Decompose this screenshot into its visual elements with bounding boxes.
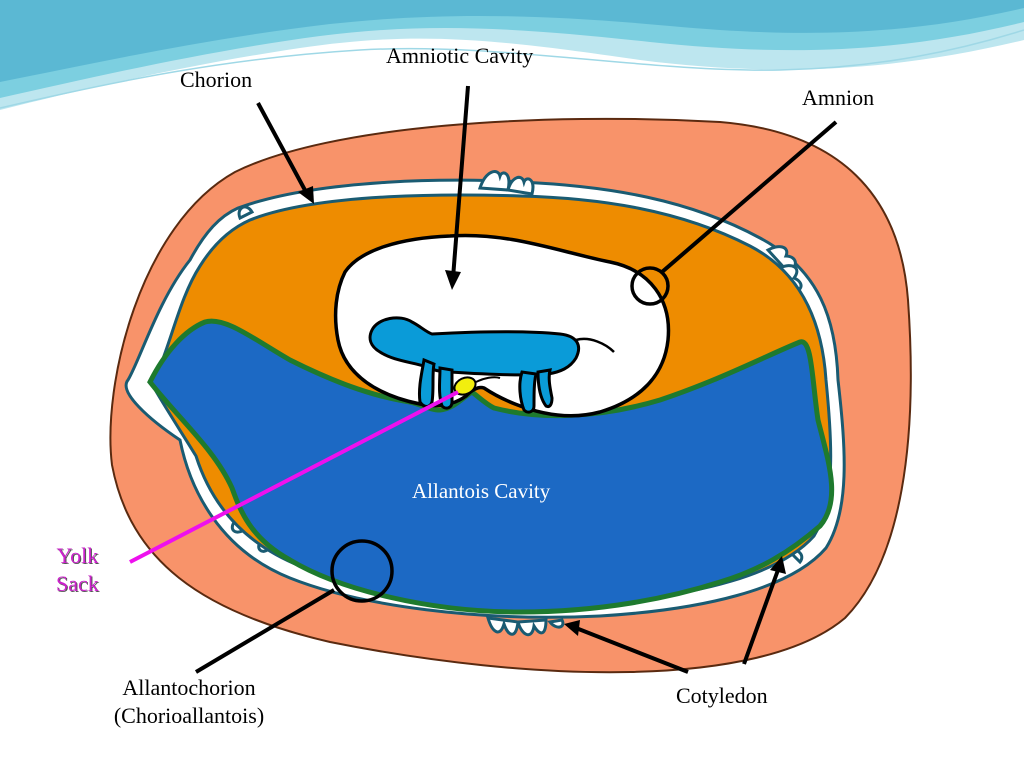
allantois-cavity bbox=[147, 318, 835, 615]
label-amnion: Amnion bbox=[802, 85, 875, 110]
label-yolk-sack-line2: Sack bbox=[56, 570, 99, 596]
label-allantochorion-line2: (Chorioallantois) bbox=[113, 702, 265, 728]
cotyledon-arrowhead-right bbox=[770, 556, 786, 574]
amnion-pointer bbox=[660, 120, 838, 274]
yolk-sack-pointer bbox=[129, 390, 459, 564]
label-amniotic-cavity: Amniotic Cavity bbox=[386, 43, 534, 68]
label-yolk-sack: Yolk Sack bbox=[56, 542, 99, 597]
yolk-sack bbox=[453, 376, 477, 396]
amnion-highlight-circle bbox=[630, 266, 670, 306]
cotyledon-pointer-right bbox=[742, 569, 780, 665]
amniotic-cavity bbox=[333, 233, 671, 418]
label-allantochorion-line1: Allantochorion bbox=[122, 675, 256, 700]
fetus bbox=[368, 316, 615, 414]
amniotic-cavity-pointer bbox=[451, 85, 470, 279]
pointer-lines bbox=[194, 85, 838, 674]
header-wave-decoration bbox=[0, 0, 1024, 110]
chorion-pointer bbox=[256, 102, 308, 193]
label-allantochorion: Allantochorion (Chorioallantois) bbox=[94, 674, 284, 729]
label-chorion: Chorion bbox=[180, 67, 253, 92]
amniotic-cavity-arrowhead bbox=[445, 270, 461, 290]
cotyledon-pointer-left bbox=[575, 626, 689, 674]
label-cotyledon: Cotyledon bbox=[676, 683, 768, 708]
allantochorion-pointer bbox=[194, 588, 336, 674]
label-yolk-sack-line1: Yolk bbox=[56, 543, 99, 568]
label-allantois-cavity: Allantois Cavity bbox=[412, 479, 551, 503]
allantochorion-highlight-circle bbox=[330, 539, 394, 603]
chorion-arrowhead bbox=[298, 186, 314, 204]
cotyledon-arrowhead-left bbox=[564, 620, 580, 636]
cotyledon-villi bbox=[230, 170, 804, 637]
